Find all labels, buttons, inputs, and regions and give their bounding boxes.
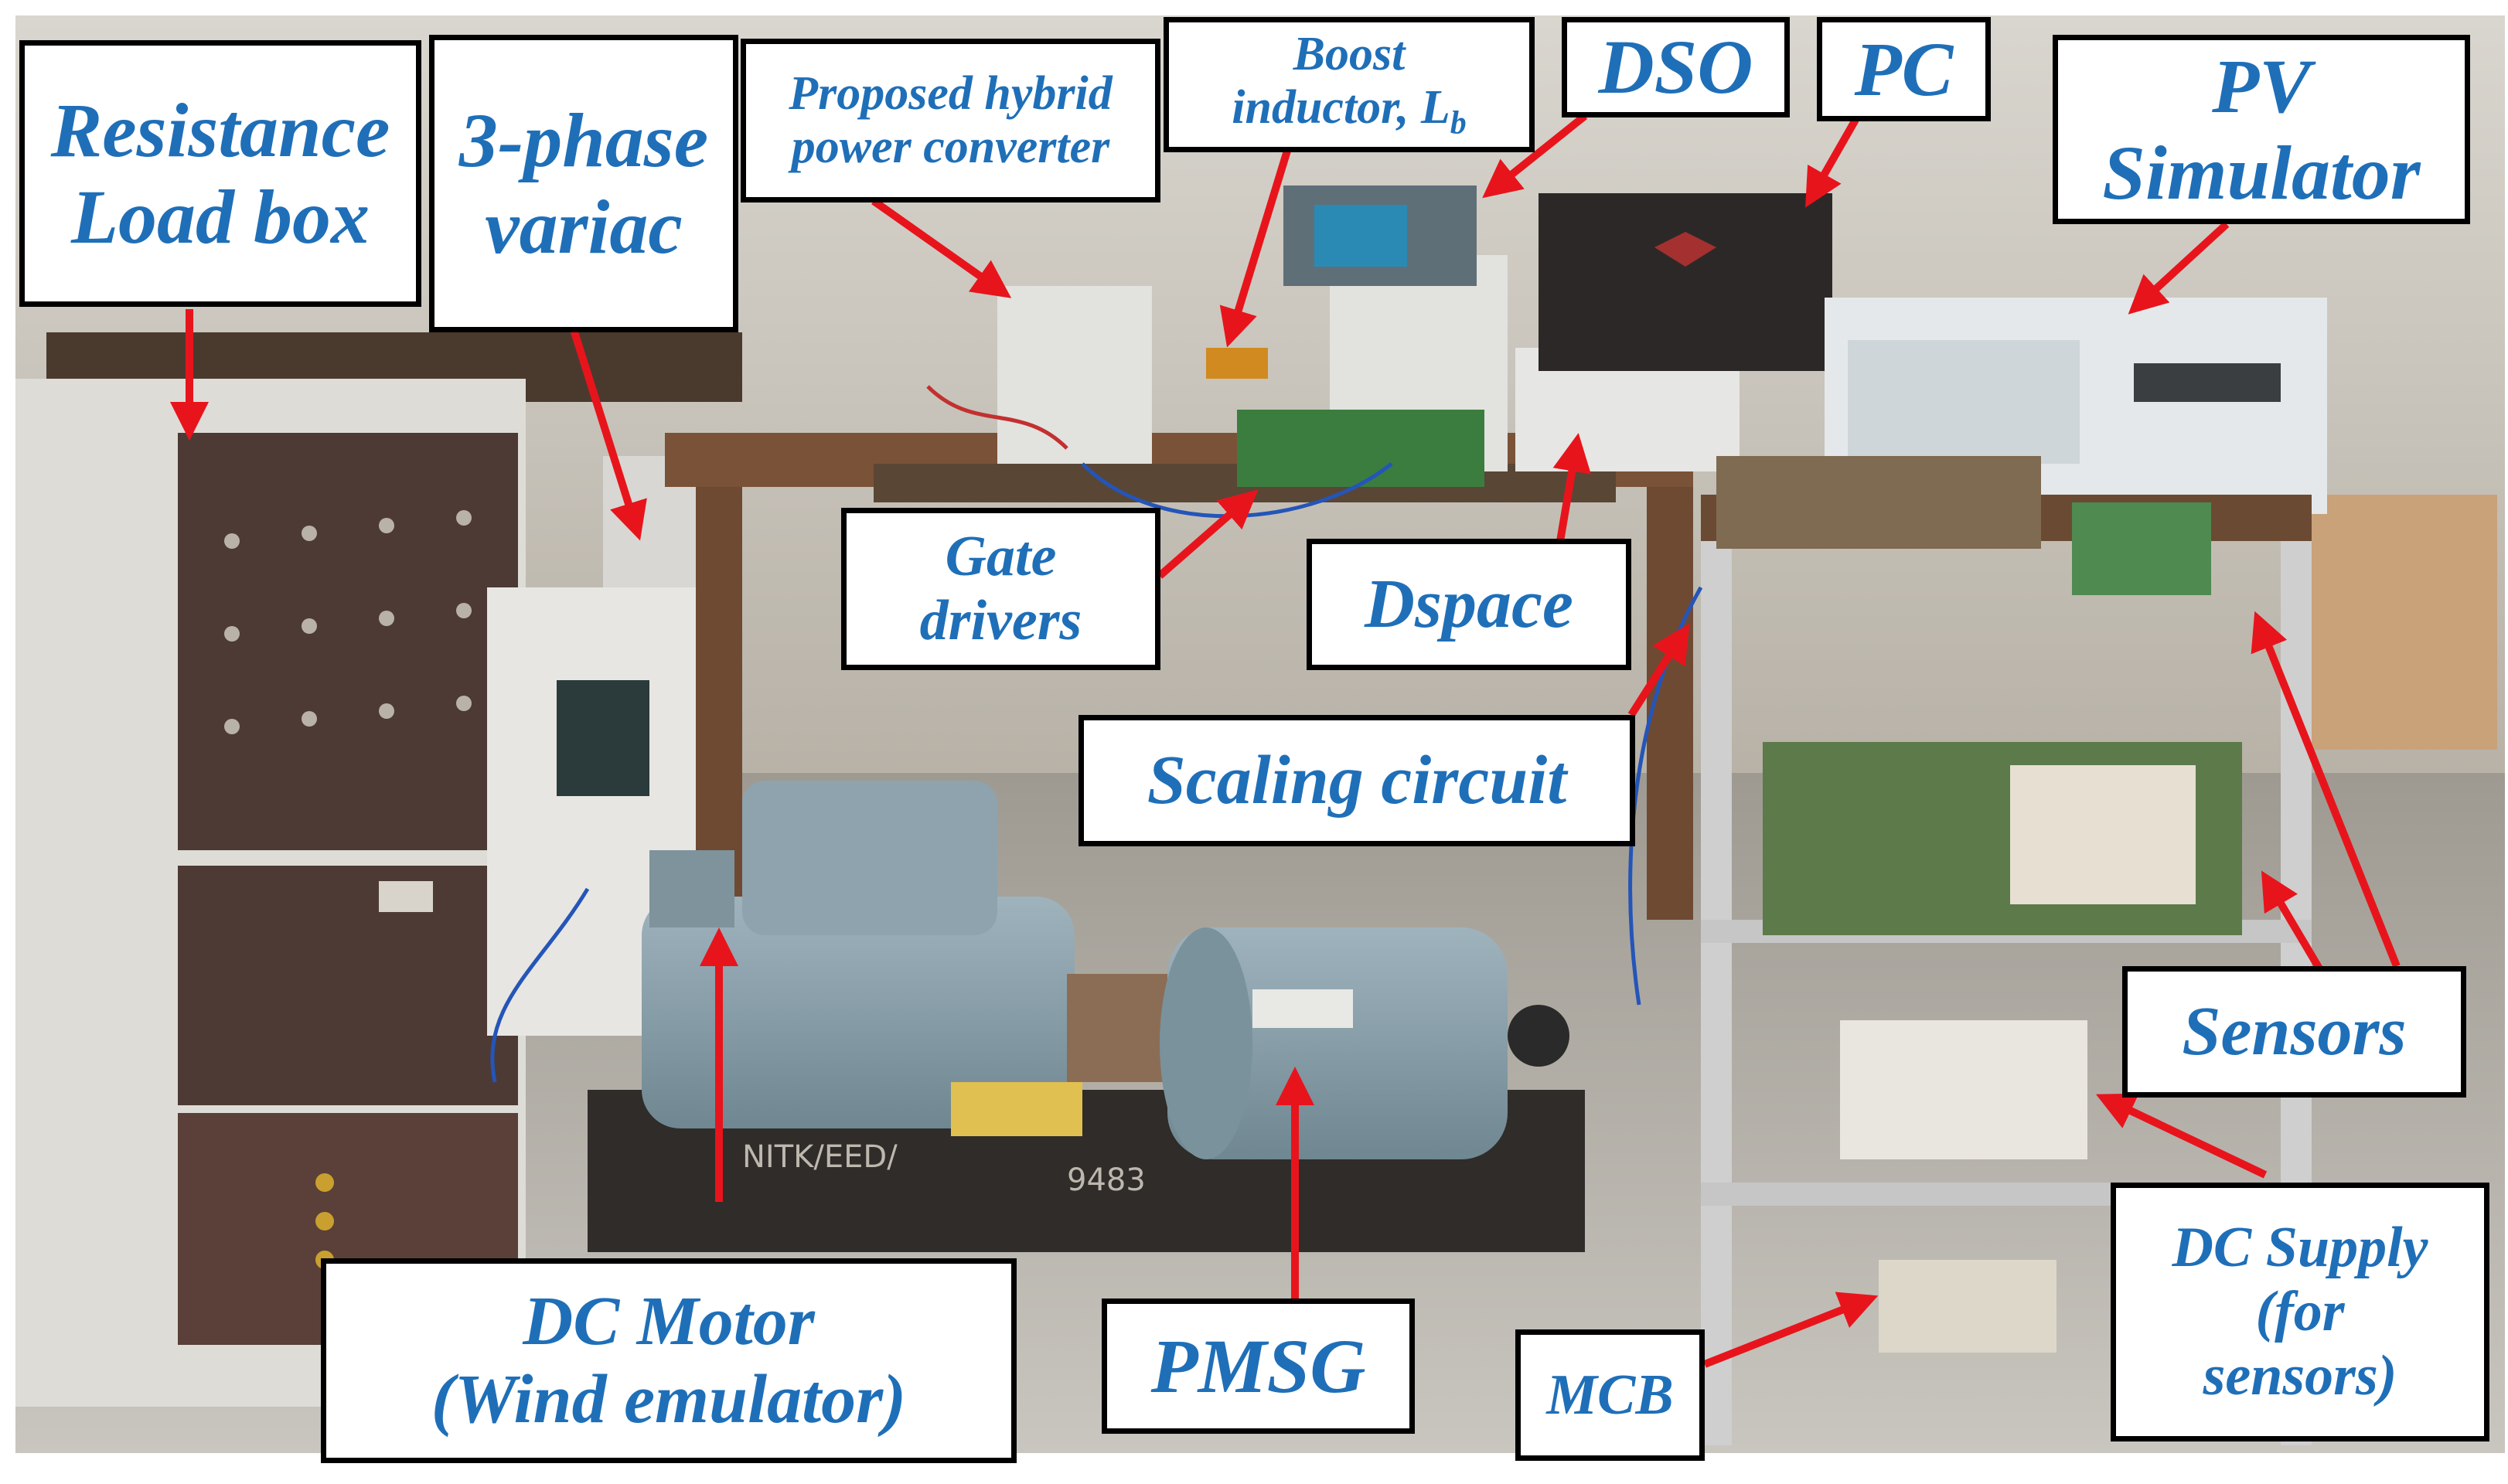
label-boost-line2: inductor, L bbox=[1232, 81, 1450, 134]
label-dc-supply: DC Supply (for sensors) bbox=[2111, 1183, 2489, 1441]
label-pc-text: PC bbox=[1854, 26, 1954, 112]
label-pmsg-text: PMSG bbox=[1150, 1322, 1366, 1409]
arrow-pc bbox=[1805, 117, 1859, 208]
label-dcsupply-line3: sensors) bbox=[2203, 1343, 2397, 1407]
label-sensors-text: Sensors bbox=[2182, 992, 2407, 1070]
arrow-variac bbox=[568, 323, 647, 541]
label-gate-line1: Gate bbox=[945, 525, 1057, 589]
label-pv-line1: PV bbox=[2212, 43, 2311, 129]
arrow-sensors-2 bbox=[2251, 611, 2401, 968]
label-pv-line2: Simulator bbox=[2102, 129, 2421, 216]
arrow-gate bbox=[1157, 489, 1259, 579]
label-dc-motor: DC Motor (Wind emulator) bbox=[321, 1258, 1017, 1463]
label-boost-line1: Boost bbox=[1293, 27, 1406, 80]
arrow-hybrid bbox=[871, 197, 1012, 298]
arrow-scaling bbox=[1627, 623, 1690, 717]
label-pc: PC bbox=[1817, 17, 1991, 121]
label-dcmotor-line2: (Wind emulator) bbox=[431, 1360, 907, 1438]
label-mcb-text: MCB bbox=[1546, 1363, 1674, 1427]
label-boost-inductor: Boost inductor, Lb bbox=[1164, 17, 1535, 152]
arrow-pv bbox=[2128, 221, 2230, 315]
label-dso-text: DSO bbox=[1598, 24, 1753, 110]
label-gate-drivers: Gate drivers bbox=[841, 508, 1160, 670]
label-dso: DSO bbox=[1562, 17, 1790, 117]
label-sensors: Sensors bbox=[2122, 966, 2466, 1098]
label-variac-line2: variac bbox=[485, 183, 683, 270]
label-3-phase-variac: 3-phase variac bbox=[429, 35, 738, 332]
arrow-dc-supply bbox=[2095, 1093, 2268, 1179]
label-resistance-load-box: Resistance Load box bbox=[19, 40, 421, 307]
base-number-text: 9483 bbox=[1067, 1162, 1146, 1198]
arrow-sensors-1 bbox=[2261, 870, 2331, 984]
label-hybrid-line2: power converter bbox=[791, 121, 1110, 173]
label-proposed-hybrid-converter: Proposed hybrid power converter bbox=[741, 39, 1160, 203]
label-resistance-line2: Load box bbox=[70, 173, 370, 260]
label-resistance-line1: Resistance bbox=[50, 87, 390, 173]
arrow-mcb bbox=[1703, 1292, 1879, 1368]
label-dspace-text: Dspace bbox=[1365, 565, 1573, 642]
label-pv-simulator: PV Simulator bbox=[2053, 35, 2470, 224]
arrow-boost bbox=[1219, 149, 1291, 348]
label-mcb: MCB bbox=[1515, 1329, 1705, 1461]
label-dcsupply-line1: DC Supply bbox=[2172, 1216, 2428, 1280]
arrow-dspace bbox=[1552, 433, 1591, 542]
base-stencil-text: NITK/EED/ bbox=[742, 1139, 898, 1175]
label-boost-subscript: b bbox=[1450, 105, 1467, 141]
label-pmsg: PMSG bbox=[1102, 1298, 1415, 1434]
label-dcsupply-line2: (for bbox=[2255, 1280, 2345, 1344]
arrow-dso bbox=[1482, 113, 1588, 199]
label-scaling-circuit: Scaling circuit bbox=[1079, 715, 1635, 846]
label-variac-line1: 3-phase bbox=[458, 97, 709, 183]
label-scaling-text: Scaling circuit bbox=[1147, 741, 1567, 819]
label-dspace: Dspace bbox=[1307, 539, 1631, 670]
label-hybrid-line1: Proposed hybrid bbox=[789, 66, 1113, 120]
label-dcmotor-line1: DC Motor bbox=[523, 1282, 815, 1360]
label-gate-line2: drivers bbox=[919, 589, 1082, 652]
label-boost-line2-wrap: inductor, Lb bbox=[1232, 81, 1467, 141]
